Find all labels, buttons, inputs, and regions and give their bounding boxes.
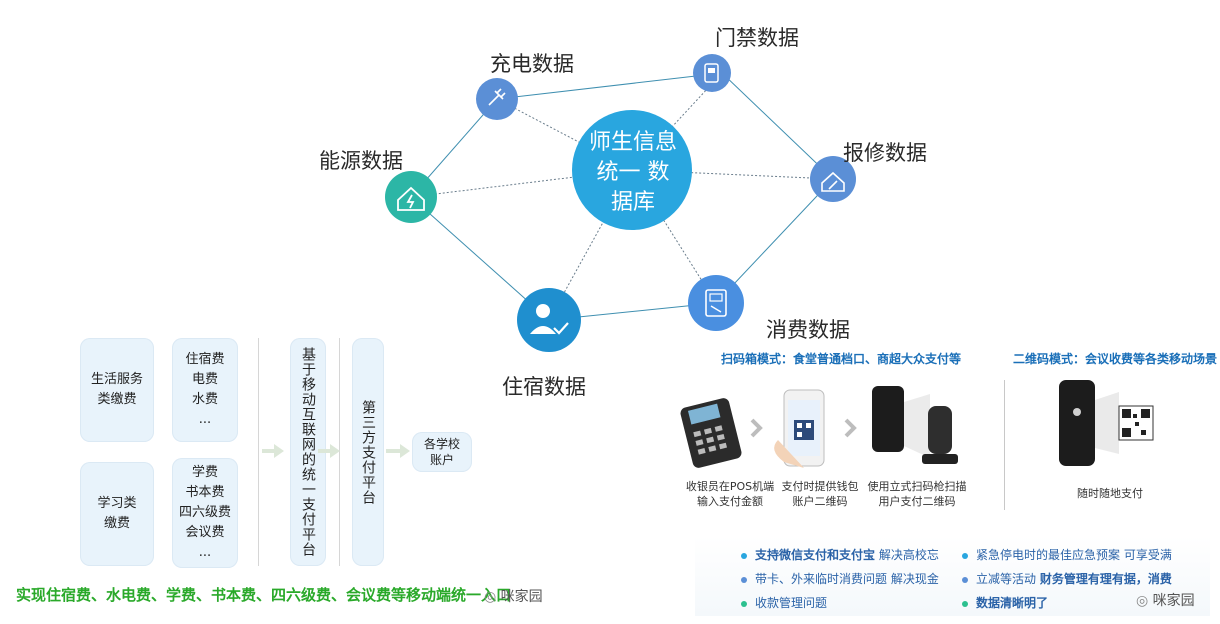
study-item: 学费 bbox=[191, 465, 218, 480]
third-party-platform-box: 第三方支付平台 bbox=[352, 338, 384, 566]
center-database-circle bbox=[572, 110, 692, 230]
study-item: 四六级费 bbox=[178, 505, 231, 520]
phone-scanner-icon bbox=[872, 386, 958, 464]
unified-platform-label: 基于移动互联网的统一支付平台 bbox=[300, 347, 316, 557]
school-accounts-line-1: 各学校 bbox=[423, 437, 460, 451]
step-caption-pos: 收银员在POS机端输入支付金额 bbox=[685, 480, 775, 508]
qr-caption: 随时随地支付 bbox=[1077, 487, 1143, 500]
flow-arrow-icon bbox=[400, 444, 410, 458]
benefit-right-1: 紧急停电时的最佳应急预案 可享受满 bbox=[962, 546, 1172, 563]
watermark-left-text: 咪家园 bbox=[500, 589, 543, 605]
node-label-charge: 充电数据 bbox=[490, 52, 574, 76]
study-item: 书本费 bbox=[185, 485, 225, 500]
third-party-platform-label: 第三方支付平台 bbox=[360, 399, 376, 505]
study-item: 会议费 bbox=[185, 525, 225, 540]
life-fee-line-1: 生活服务 bbox=[90, 372, 143, 387]
node-label-repair: 报修数据 bbox=[843, 141, 927, 165]
bullet-dot-icon bbox=[741, 576, 747, 583]
flow-arrow-icon bbox=[274, 444, 284, 458]
step-arrow-icon bbox=[844, 418, 857, 438]
study-fee-box: 学习类 缴费 bbox=[80, 462, 154, 566]
life-fee-box: 生活服务 类缴费 bbox=[80, 338, 154, 442]
study-fee-line-1: 学习类 bbox=[97, 496, 137, 511]
house-bolt-icon bbox=[385, 171, 437, 223]
life-item: ... bbox=[198, 412, 212, 427]
wechat-icon: ◎ bbox=[1136, 593, 1153, 609]
charging-plug-icon bbox=[476, 78, 518, 120]
node-label-energy: 能源数据 bbox=[319, 149, 403, 173]
user-check-icon bbox=[517, 288, 581, 352]
life-fee-line-2: 类缴费 bbox=[97, 392, 137, 407]
flow-arrow-bar bbox=[318, 449, 330, 453]
node-label-dorm: 住宿数据 bbox=[502, 375, 586, 399]
pos-machine-icon bbox=[680, 398, 742, 468]
study-items-box: 学费 书本费 四六级费 会议费 ... bbox=[172, 458, 238, 568]
house-wrench-icon bbox=[810, 156, 856, 202]
life-items-box: 住宿费 电费 水费 ... bbox=[172, 338, 238, 442]
study-item: ... bbox=[198, 545, 212, 560]
flow-arrow-bar bbox=[386, 449, 400, 453]
qr-mode-illustration bbox=[1059, 380, 1154, 466]
benefit-right-2: 立减等活动 财务管理有理有据，消费 bbox=[962, 570, 1172, 587]
pos-terminal-icon bbox=[688, 275, 744, 331]
benefit-left-1: 支持微信支付和支付宝 解决高校忘 bbox=[741, 546, 939, 563]
center-database-label: 师生信息 统一 数 据库 bbox=[588, 130, 677, 215]
bullet-dot-icon bbox=[741, 552, 747, 559]
bullet-dot-icon bbox=[962, 552, 968, 559]
school-accounts-box: 各学校 账户 bbox=[412, 432, 472, 472]
wechat-icon: ◎ bbox=[484, 589, 501, 605]
life-item: 电费 bbox=[191, 372, 218, 387]
benefits-panel bbox=[695, 536, 1210, 616]
watermark-right-text: 咪家园 bbox=[1152, 593, 1195, 609]
qr-mode-title: 二维码模式：会议收费等各类移动场景 bbox=[1013, 352, 1218, 366]
node-label-consume: 消费数据 bbox=[766, 318, 850, 342]
flow-arrow-bar bbox=[262, 449, 274, 453]
door-access-icon bbox=[693, 54, 731, 92]
benefit-left-3: 收款管理问题 bbox=[741, 594, 827, 611]
life-item: 住宿费 bbox=[185, 352, 225, 367]
school-accounts-line-2: 账户 bbox=[429, 453, 454, 467]
node-label-door: 门禁数据 bbox=[715, 26, 799, 50]
bullet-dot-icon bbox=[962, 600, 968, 607]
mode-divider bbox=[1004, 380, 1005, 510]
scan-box-mode-title: 扫码箱模式：食堂普通档口、商超大众支付等 bbox=[721, 352, 962, 366]
bullet-dot-icon bbox=[741, 600, 747, 607]
bullet-dot-icon bbox=[962, 576, 968, 583]
benefit-left-2: 带卡、外来临时消费问题 解决现金 bbox=[741, 570, 939, 587]
study-fee-line-2: 缴费 bbox=[103, 516, 130, 531]
unified-entry-banner: 实现住宿费、水电费、学费、书本费、四六级费、会议费等移动端统一入口 bbox=[16, 586, 512, 604]
life-item: 水费 bbox=[191, 392, 218, 407]
step-arrow-icon bbox=[750, 418, 763, 438]
phone-qr-scan-icon bbox=[1059, 380, 1154, 466]
divider-line bbox=[258, 338, 259, 566]
benefit-right-3: 数据清晰明了 bbox=[962, 594, 1048, 611]
step-caption-wallet-qr: 支付时提供钱包账户二维码 bbox=[781, 480, 859, 508]
scan-box-illustrations bbox=[680, 386, 958, 468]
flow-arrow-icon bbox=[330, 444, 340, 458]
watermark-right: ◎ 咪家园 bbox=[1136, 590, 1195, 610]
watermark-left: ◎ 咪家园 bbox=[484, 586, 543, 606]
phone-qr-icon bbox=[774, 389, 825, 468]
step-caption-scanner: 使用立式扫码枪扫描用户支付二维码 bbox=[867, 480, 967, 508]
